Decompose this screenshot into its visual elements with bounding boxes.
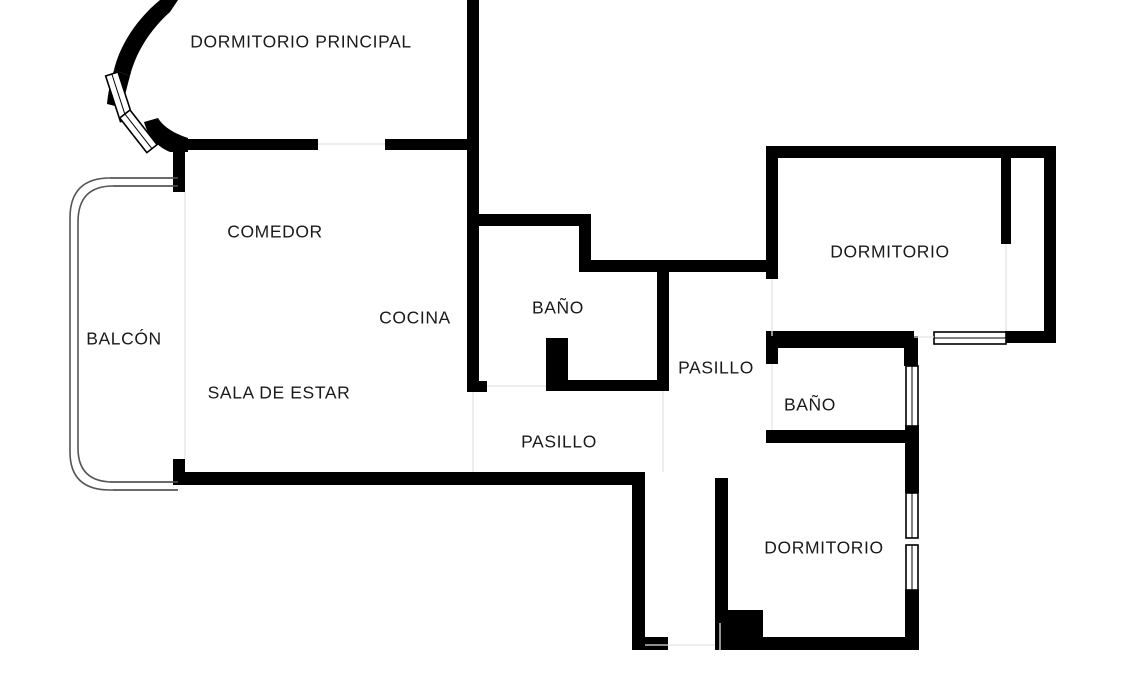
wall-bano-north (579, 260, 769, 272)
wall-ne-closet-partition (1001, 158, 1011, 244)
wall-ebano-west (766, 336, 778, 364)
wall-bano-east (657, 260, 669, 390)
window-se-bedroom-a (905, 492, 919, 539)
opening-lines (184, 143, 1007, 650)
window-bay-lower (118, 108, 159, 154)
wall-se-west (715, 478, 728, 623)
wall-ne-south-right (1005, 331, 1056, 343)
wall-se-east-top (905, 478, 919, 493)
wall-ne-north (766, 146, 1056, 158)
wall-ebano-south (766, 430, 918, 443)
room-label-pasillo-sur: PASILLO (521, 431, 597, 452)
window-group (104, 70, 1007, 591)
wall-south-vert-foot (632, 637, 668, 650)
wall-south-vert (632, 472, 645, 650)
balcony-glazing (110, 177, 178, 491)
wall-dp-east (467, 0, 479, 220)
wall-cocina-east-stub (467, 381, 487, 392)
balcony-outline (69, 177, 178, 491)
wall-ebano-east-top (904, 336, 918, 366)
room-label-dormitorio-principal: DORMITORIO PRINCIPAL (190, 31, 412, 52)
wall-bano-fixture (546, 338, 568, 382)
wall-se-east-bot (905, 590, 919, 650)
wall-dp-south-right (385, 139, 471, 150)
window-east-bano (905, 365, 919, 427)
wall-ebano-north-2 (766, 336, 914, 348)
room-label-bano-este: BAÑO (784, 394, 836, 415)
wall-cocina-east (467, 226, 479, 390)
wall-cocina-step-vert (579, 214, 591, 272)
room-label-dormitorio-sureste: DORMITORIO (764, 537, 884, 558)
curved-bay-wall (114, 0, 178, 76)
wall-group (107, 0, 1056, 650)
room-label-bano-centro: BAÑO (532, 297, 584, 318)
wall-ne-east (1044, 146, 1056, 331)
wall-dp-south-left (173, 139, 318, 150)
room-label-sala-de-estar: SALA DE ESTAR (207, 382, 351, 403)
wall-ebano-east-bot (905, 425, 919, 485)
wall-ne-west-upper (766, 146, 778, 279)
wall-cocina-north (467, 214, 591, 226)
window-se-bedroom-b (905, 544, 919, 591)
room-label-dormitorio-noreste: DORMITORIO (830, 241, 950, 262)
wall-bano-south (546, 380, 669, 391)
wall-se-south (728, 637, 918, 650)
room-label-comedor: COMEDOR (227, 221, 323, 242)
window-ne-bedroom-south (933, 331, 1007, 345)
wall-west-upper (173, 139, 185, 192)
room-label-cocina: COCINA (379, 307, 451, 328)
room-label-balcon: BALCÓN (86, 328, 162, 349)
wall-south-main (173, 472, 643, 485)
room-label-pasillo-centro: PASILLO (678, 357, 754, 378)
